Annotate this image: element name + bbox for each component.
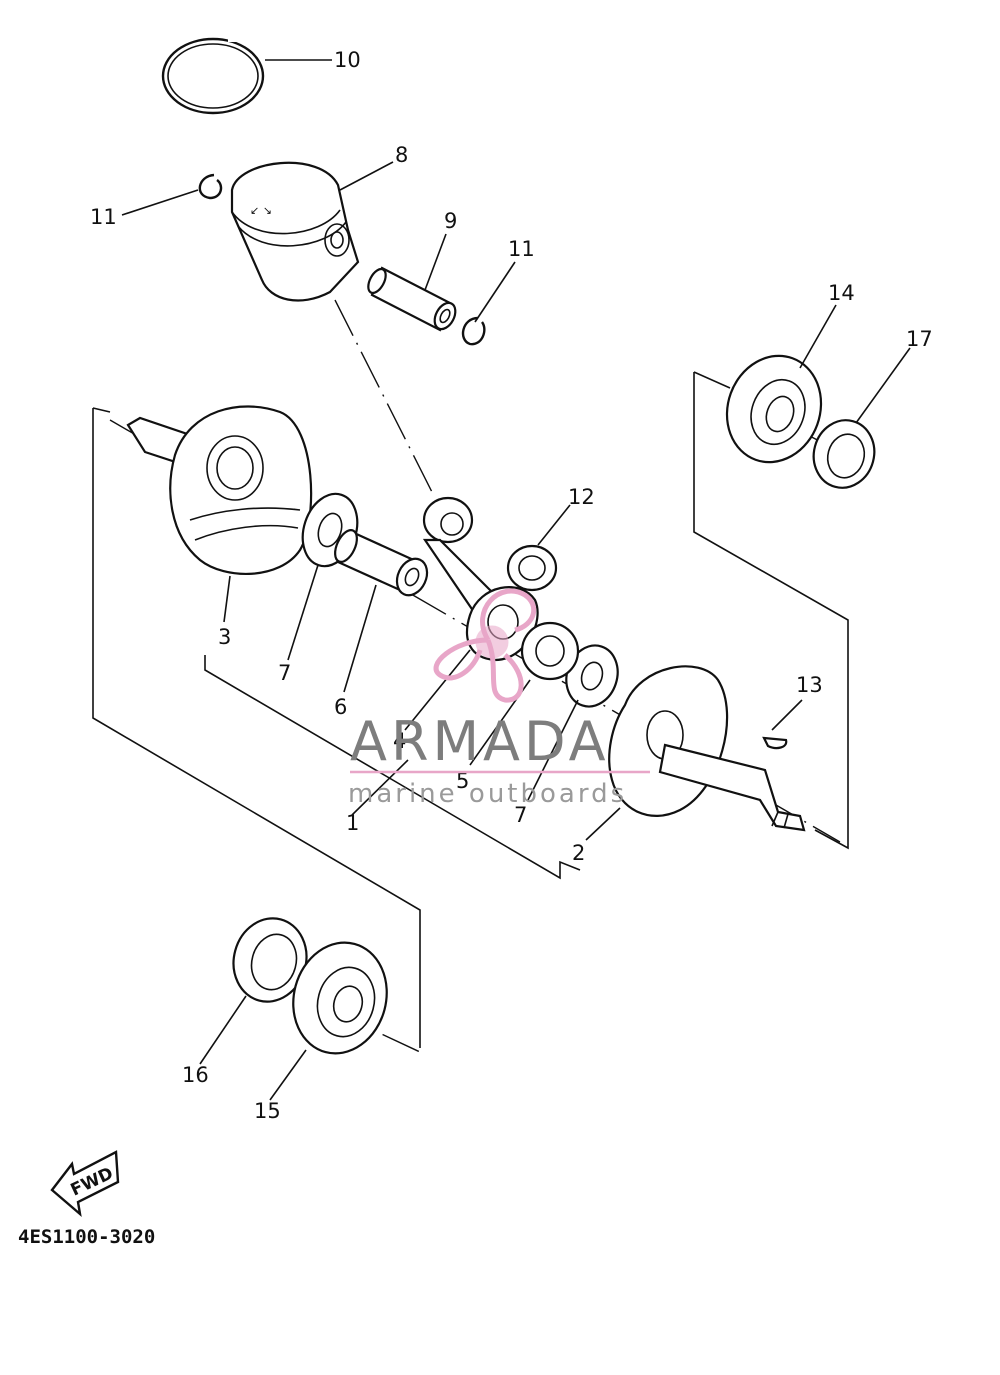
part-label-1: 1	[346, 811, 359, 835]
upper-oil-seal-drawing	[812, 419, 876, 489]
piston-drawing: ↙ ↘	[230, 161, 360, 302]
part-label-16: 16	[182, 1063, 209, 1087]
part-label-9: 9	[444, 209, 457, 233]
part-label-4: 4	[393, 729, 406, 753]
part-label-3: 3	[218, 625, 231, 649]
woodruff-key-drawing	[762, 736, 788, 750]
part-label-6: 6	[334, 695, 347, 719]
piston-pin-drawing	[367, 266, 457, 332]
part-label-5: 5	[456, 769, 469, 793]
part-label-2: 2	[572, 841, 585, 865]
diagram-code: 4ES1100-3020	[18, 1226, 155, 1248]
group-brackets	[92, 371, 849, 1048]
part-label-7b: 7	[514, 803, 527, 827]
watermark-tagline: marine outboards	[348, 779, 627, 809]
crank-pin-drawing	[334, 529, 429, 597]
part-label-13: 13	[796, 673, 823, 697]
part-label-12: 12	[568, 485, 595, 509]
part-label-11b: 11	[508, 237, 535, 261]
part-label-11a: 11	[90, 205, 117, 229]
part-label-17: 17	[906, 327, 933, 351]
circlip-drawings	[198, 173, 486, 346]
svg-text:↙ ↘: ↙ ↘	[250, 204, 272, 217]
part-label-8: 8	[395, 143, 408, 167]
crank-half-right-drawing	[608, 665, 806, 832]
watermark-propeller-icon	[433, 588, 537, 703]
part-label-15: 15	[254, 1099, 281, 1123]
watermark: ARMADA marine outboards	[348, 588, 650, 809]
upper-bearing-drawing	[725, 354, 823, 464]
lower-bearing-drawing	[292, 941, 388, 1055]
fwd-arrow-icon: FWD	[50, 1150, 120, 1218]
part-number-labels: 1 2 3 4 5 6 7 7 8 9 10 11 11 12 13 14 15…	[90, 48, 933, 1123]
leader-lines	[121, 59, 911, 1101]
part-label-7a: 7	[278, 661, 291, 685]
part-label-10: 10	[334, 48, 361, 72]
piston-ring-drawing	[161, 36, 265, 115]
crank-half-left-drawing	[126, 405, 313, 575]
needle-bearing-drawings	[506, 544, 580, 681]
watermark-brand: ARMADA	[350, 710, 610, 773]
part-label-14: 14	[828, 281, 855, 305]
